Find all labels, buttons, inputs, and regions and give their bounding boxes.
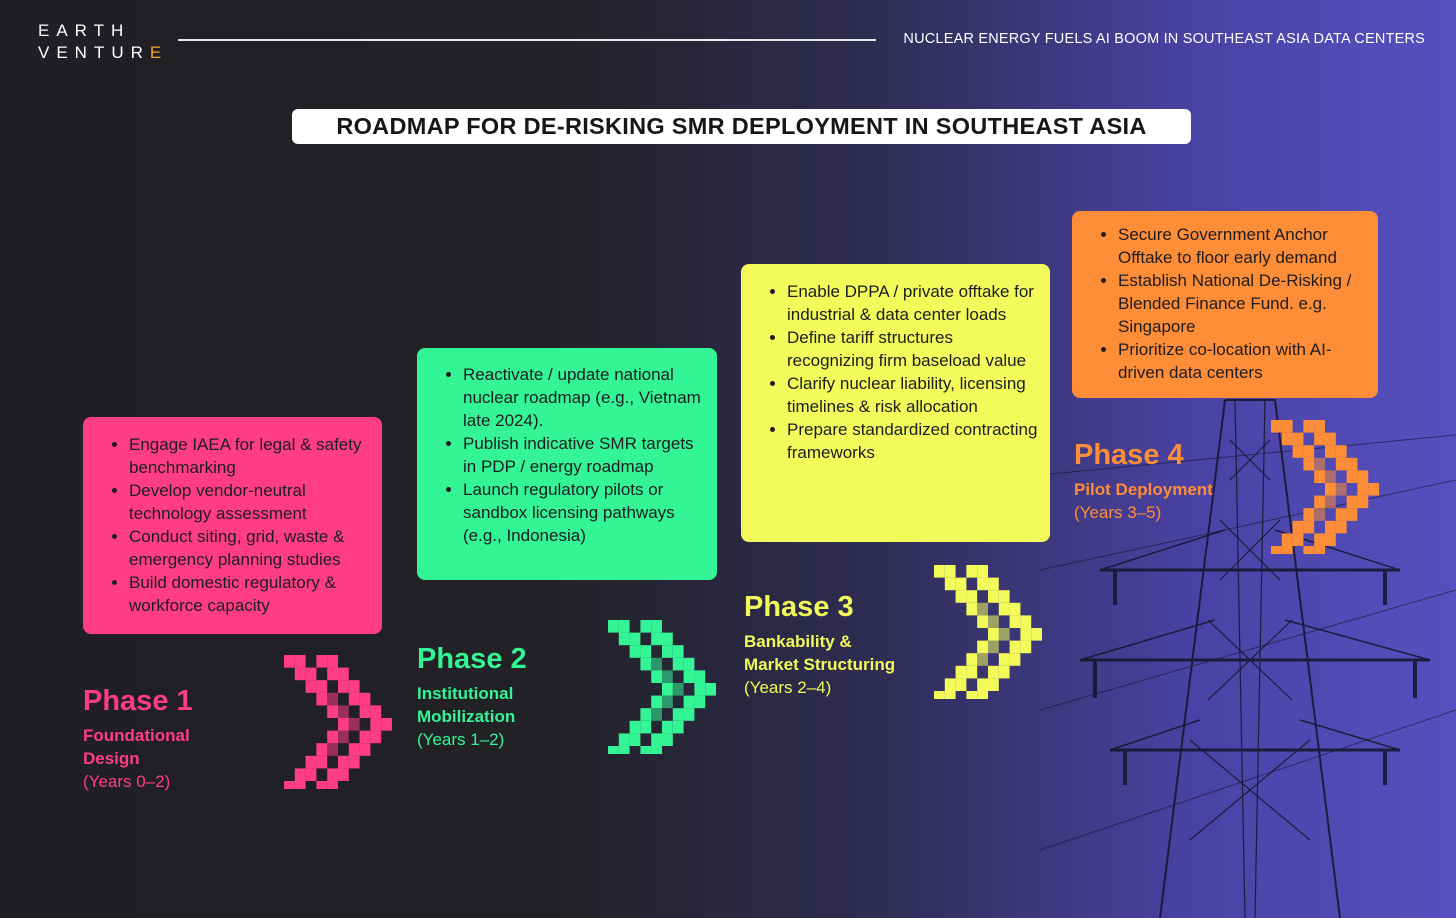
phase-2-name: Phase 2 <box>417 643 527 675</box>
phase-3-card: Enable DPPA / private offtake for indust… <box>741 264 1050 542</box>
chevron-arrow-icon <box>284 655 392 789</box>
phase-1-bullet: Engage IAEA for legal & safety benchmark… <box>129 433 370 479</box>
phase-1-name: Phase 1 <box>83 685 193 717</box>
power-tower-image <box>1040 399 1456 918</box>
phase-4-bullet-list: Secure Government Anchor Offtake to floo… <box>1101 223 1366 384</box>
logo-line-1: EARTH <box>38 21 131 40</box>
phase-2-bullet: Reactivate / update national nuclear roa… <box>463 363 705 432</box>
phase-1-subtitle-line: Foundational <box>83 726 190 745</box>
phase-3-label: Phase 3 Bankability & Market Structuring… <box>744 590 895 699</box>
phase-3-bullet: Clarify nuclear liability, licensing tim… <box>787 372 1038 418</box>
logo-line-2-main: VENTUR <box>38 43 150 62</box>
phase-4-bullet: Prioritize co-location with AI-driven da… <box>1118 338 1366 384</box>
phase-2-subtitle-line: Mobilization <box>417 707 516 726</box>
phase-3-bullet-list: Enable DPPA / private offtake for indust… <box>770 280 1038 464</box>
phase-3-years: (Years 2–4) <box>744 678 832 697</box>
phase-4-name: Phase 4 <box>1074 439 1184 471</box>
phase-2-label: Phase 2 Institutional Mobilization (Year… <box>417 642 527 751</box>
phase-2-bullet: Launch regulatory pilots or sandbox lice… <box>463 478 705 547</box>
phase-1-bullet-list: Engage IAEA for legal & safety benchmark… <box>112 433 370 617</box>
phase-4-subtitle-line: Pilot Deployment <box>1074 480 1213 499</box>
roadmap-title: ROADMAP FOR DE-RISKING SMR DEPLOYMENT IN… <box>292 109 1191 144</box>
phase-4-card: Secure Government Anchor Offtake to floo… <box>1072 211 1378 398</box>
phase-2-subtitle-line: Institutional <box>417 684 514 703</box>
phase-1-bullet: Conduct siting, grid, waste & emergency … <box>129 525 370 571</box>
phase-3-subtitle-line: Bankability & <box>744 632 852 651</box>
phase-4-bullet: Secure Government Anchor Offtake to floo… <box>1118 223 1366 269</box>
phase-3-bullet: Define tariff structures recognizing fir… <box>787 326 1038 372</box>
logo-accent-letter: E <box>149 43 169 62</box>
phase-1-bullet: Develop vendor-neutral technology assess… <box>129 479 370 525</box>
phase-1-years: (Years 0–2) <box>83 772 171 791</box>
logo-line-2: VENTURE <box>38 42 168 64</box>
phase-3-name: Phase 3 <box>744 591 854 623</box>
header-title: NUCLEAR ENERGY FUELS AI BOOM IN SOUTHEAS… <box>903 31 1425 47</box>
phase-3-subtitle-line: Market Structuring <box>744 655 896 674</box>
phase-1-card: Engage IAEA for legal & safety benchmark… <box>83 417 382 634</box>
phase-1-label: Phase 1 Foundational Design (Years 0–2) <box>83 684 193 793</box>
phase-2-bullet-list: Reactivate / update national nuclear roa… <box>446 363 705 547</box>
phase-2-years: (Years 1–2) <box>417 730 505 749</box>
phase-1-subtitle-line: Design <box>83 749 140 768</box>
phase-2-bullet: Publish indicative SMR targets in PDP / … <box>463 432 705 478</box>
chevron-arrow-icon <box>1271 420 1379 554</box>
chevron-arrow-icon <box>608 620 716 754</box>
phase-3-bullet: Prepare standardized contracting framewo… <box>787 418 1038 464</box>
phase-4-label: Phase 4 Pilot Deployment (Years 3–5) <box>1074 438 1213 524</box>
chevron-arrow-icon <box>934 565 1042 699</box>
earth-venture-logo: EARTH VENTURE <box>38 20 168 64</box>
phase-4-bullet: Establish National De-Risking / Blended … <box>1118 269 1366 338</box>
header-divider <box>178 39 876 41</box>
phase-1-bullet: Build domestic regulatory & workforce ca… <box>129 571 370 617</box>
phase-3-bullet: Enable DPPA / private offtake for indust… <box>787 280 1038 326</box>
phase-2-card: Reactivate / update national nuclear roa… <box>417 348 717 580</box>
phase-4-years: (Years 3–5) <box>1074 503 1162 522</box>
